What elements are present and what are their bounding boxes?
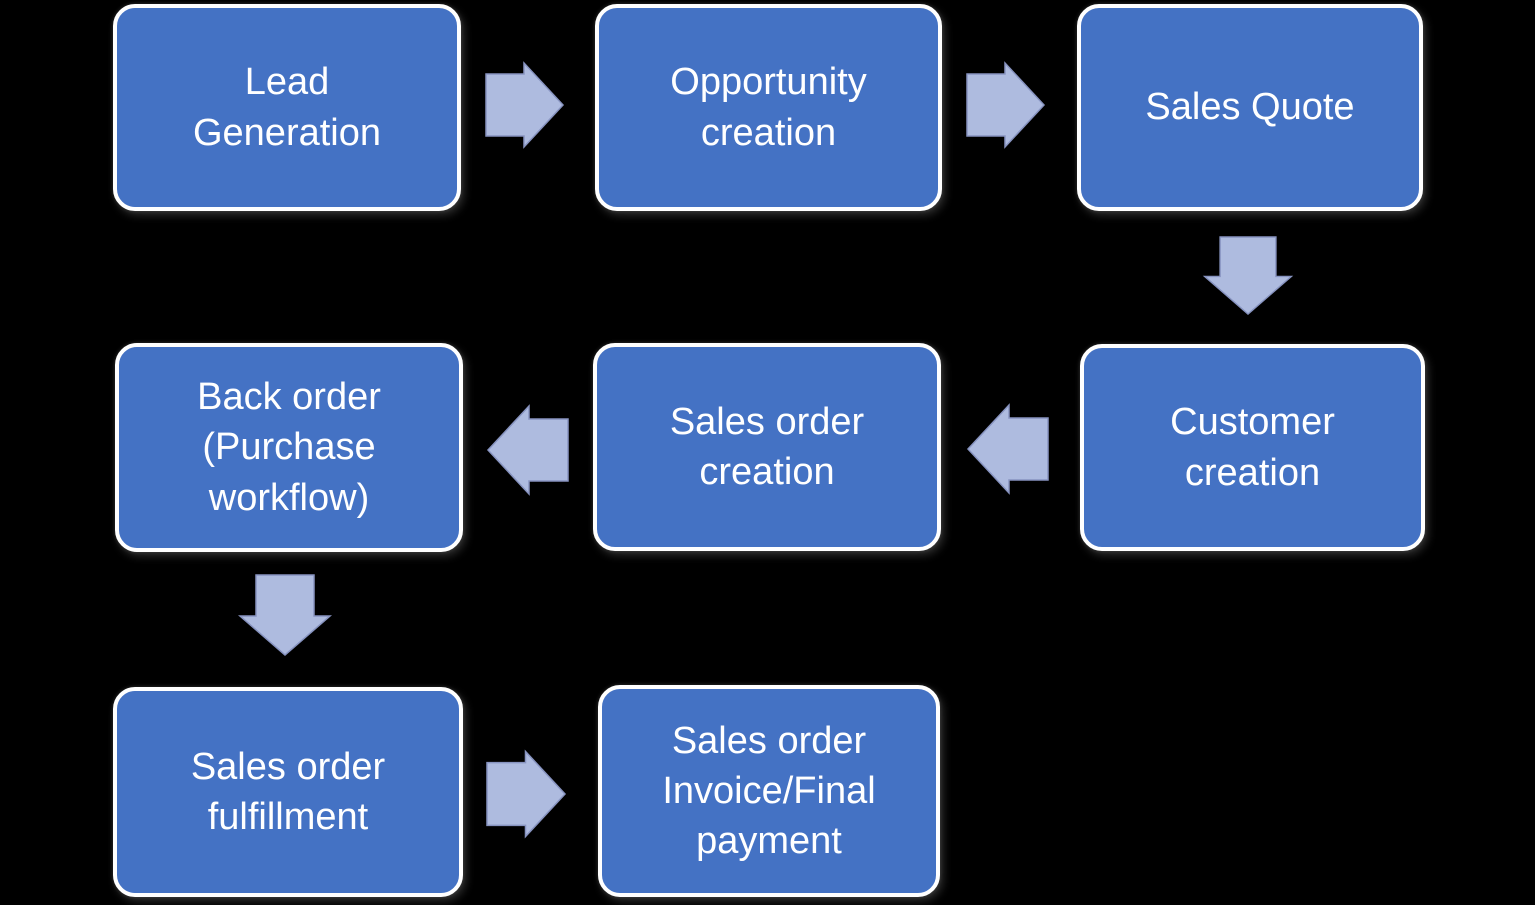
arrow-backorder-to-fulfillment-icon xyxy=(237,574,333,656)
node-back-order: Back order (Purchase workflow) xyxy=(115,343,463,552)
node-sales-quote-label: Sales Quote xyxy=(1145,86,1355,129)
arrow-customer-to-sales-order-icon xyxy=(966,403,1049,495)
arrow-lead-to-opportunity-icon xyxy=(485,61,565,149)
node-customer-creation: Customer creation xyxy=(1080,344,1425,551)
node-sales-order-creation: Sales order creation xyxy=(593,343,941,551)
arrow-quote-to-customer-icon xyxy=(1202,236,1294,315)
node-back-order-label: Back order (Purchase workflow) xyxy=(197,376,381,519)
node-sales-order-creation-label: Sales order creation xyxy=(669,400,865,493)
node-sales-order-fulfillment: Sales order fulfillment xyxy=(113,687,463,897)
node-lead-generation: Lead Generation xyxy=(113,4,461,211)
node-opportunity-creation: Opportunity creation xyxy=(595,4,942,211)
node-customer-creation-label: Customer creation xyxy=(1170,401,1335,494)
node-sales-order-fulfillment-label: Sales order fulfillment xyxy=(190,745,386,838)
arrow-sales-order-to-backorder-icon xyxy=(486,404,569,496)
node-opportunity-creation-label: Opportunity creation xyxy=(670,61,867,154)
node-sales-order-invoice-label: Sales order Invoice/Final payment xyxy=(662,719,876,863)
node-sales-order-invoice: Sales order Invoice/Final payment xyxy=(598,685,940,897)
node-sales-quote: Sales Quote xyxy=(1077,4,1423,211)
arrow-fulfillment-to-invoice-icon xyxy=(486,749,567,839)
arrow-opportunity-to-quote-icon xyxy=(966,61,1046,149)
node-lead-generation-label: Lead Generation xyxy=(192,61,381,154)
